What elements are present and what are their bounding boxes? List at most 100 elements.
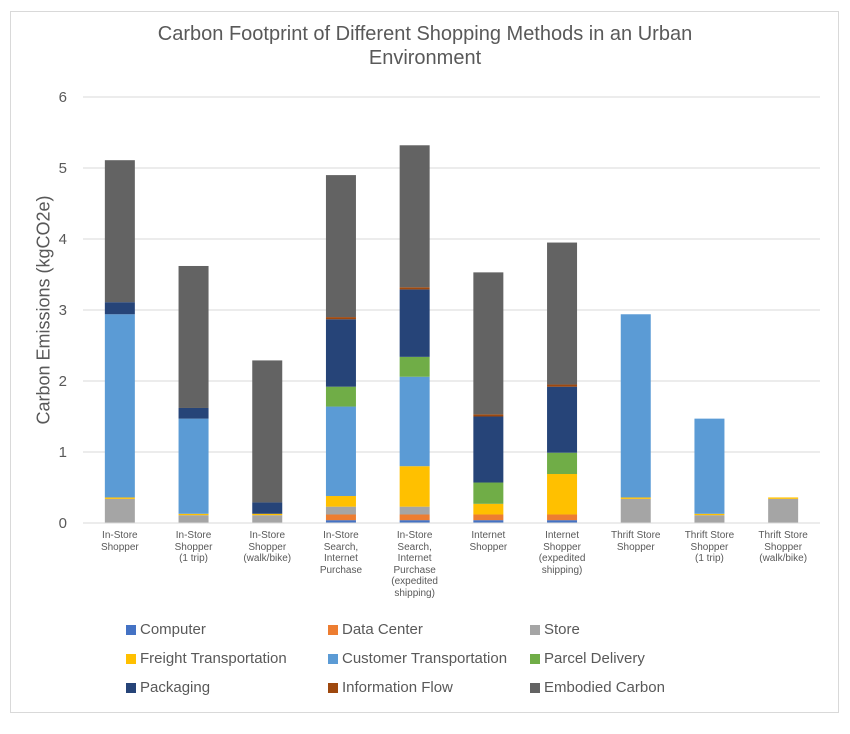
bar-segment-store [768, 498, 799, 523]
bar-segment-computer [547, 520, 578, 523]
bar-segment-information-flow [547, 384, 578, 387]
x-tick-label: Thrift Store Shopper [611, 530, 661, 553]
legend-item: Store [530, 621, 580, 638]
chart-title: Carbon Footprint of Different Shopping M… [157, 23, 693, 69]
bar-segment-customer-transportation [325, 406, 356, 497]
bar-segment-computer [473, 520, 504, 523]
bar-segment-embodied-carbon [104, 160, 135, 303]
bar-segment-freight-transportation [399, 466, 430, 507]
bar-segment-data-center [547, 514, 578, 521]
bar-segment-customer-transportation [694, 418, 725, 514]
bar-segment-packaging [399, 289, 430, 357]
legend-label: Information Flow [342, 679, 453, 696]
legend-item: Data Center [328, 621, 423, 638]
bar-segment-store [399, 506, 430, 515]
y-tick-label: 4 [59, 231, 67, 248]
legend-swatch [328, 682, 338, 693]
bar-segment-embodied-carbon [252, 360, 283, 503]
bar-segment-store [178, 515, 209, 523]
x-tick-label: In-Store Shopper (1 trip) [174, 530, 213, 564]
legend-item: Information Flow [328, 679, 453, 696]
legend-swatch [328, 624, 338, 635]
legend-swatch [328, 653, 338, 664]
bar-segment-data-center [325, 514, 356, 521]
bar-segment-freight-transportation [473, 503, 504, 515]
y-tick-label: 2 [59, 373, 67, 390]
x-tick-label: Internet Shopper [469, 530, 508, 553]
legend-swatch [530, 653, 540, 664]
bar-segment-store [325, 506, 356, 515]
bar-segment-freight-transportation [252, 513, 283, 516]
legend-label: Packaging [140, 679, 211, 696]
y-tick-label: 1 [59, 444, 67, 461]
x-tick-label: Internet Shopper (expedited shipping) [538, 530, 586, 576]
legend-item: Computer [126, 621, 206, 638]
x-tick-label: Thrift Store Shopper (walk/bike) [758, 530, 808, 564]
bar-segment-freight-transportation [547, 474, 578, 515]
bar-segment-computer [325, 520, 356, 523]
bar-segment-embodied-carbon [325, 175, 356, 318]
legend-swatch [126, 653, 136, 664]
legend-item: Packaging [126, 679, 210, 696]
x-tick-label: In-Store Search, Internet Purchase [319, 530, 363, 576]
legend-label: Computer [140, 621, 206, 638]
bar-segment-packaging [325, 319, 356, 387]
x-tick-label: In-Store Search, Internet Purchase (expe… [391, 530, 438, 599]
bar-segment-packaging [547, 386, 578, 453]
bar-segment-computer [399, 520, 430, 523]
legend-swatch [530, 624, 540, 635]
legend-swatch [126, 682, 136, 693]
x-tick-label: In-Store Shopper [100, 530, 139, 553]
legend-item: Parcel Delivery [530, 650, 645, 667]
bar-segment-parcel-delivery [325, 386, 356, 407]
legend-label: Data Center [342, 621, 423, 638]
y-tick-label: 0 [59, 515, 67, 532]
x-tick-label: Thrift Store Shopper (1 trip) [684, 530, 735, 564]
bar-segment-parcel-delivery [547, 452, 578, 475]
bar-segment-embodied-carbon [547, 242, 578, 385]
bar-segment-customer-transportation [620, 314, 651, 498]
legend-item: Freight Transportation [126, 650, 287, 667]
bar-segment-data-center [473, 514, 504, 521]
bar-segment-embodied-carbon [178, 265, 209, 408]
bar-segment-customer-transportation [104, 314, 135, 498]
bar-segment-freight-transportation [178, 513, 209, 516]
bar-segment-parcel-delivery [473, 482, 504, 504]
bar-segment-store [620, 498, 651, 523]
bar-segment-information-flow [399, 287, 430, 290]
bar-segment-embodied-carbon [399, 145, 430, 288]
bar-segment-data-center [399, 514, 430, 521]
legend-label: Customer Transportation [342, 650, 508, 667]
x-tick-label: In-Store Shopper (walk/bike) [243, 530, 292, 564]
bar-segment-freight-transportation [694, 513, 725, 516]
legend-label: Parcel Delivery [544, 650, 645, 667]
legend-swatch [126, 624, 136, 635]
legend-label: Freight Transportation [140, 650, 287, 667]
legend-swatch [530, 682, 540, 693]
bar-segment-packaging [473, 416, 504, 483]
bar-segment-freight-transportation [620, 497, 651, 499]
y-tick-label: 3 [59, 302, 67, 319]
bar-segment-packaging [252, 502, 283, 514]
bar-segment-parcel-delivery [399, 356, 430, 377]
bar-segment-embodied-carbon [473, 272, 504, 415]
bar-segment-packaging [104, 302, 135, 315]
y-tick-label: 5 [59, 160, 67, 177]
bar-segment-store [252, 515, 283, 523]
legend-label: Store [544, 621, 580, 638]
bar-segment-customer-transportation [399, 376, 430, 467]
legend-label: Embodied Carbon [544, 679, 665, 696]
bar-segment-freight-transportation [325, 496, 356, 507]
bar-segment-customer-transportation [178, 418, 209, 514]
bar-segment-information-flow [473, 414, 504, 417]
bar-segment-freight-transportation [768, 497, 799, 499]
bar-segment-store [694, 515, 725, 523]
y-tick-label: 6 [59, 89, 67, 106]
bar-segment-information-flow [325, 317, 356, 320]
bar-segment-packaging [178, 407, 209, 419]
bar-segment-freight-transportation [104, 497, 135, 499]
legend-item: Embodied Carbon [530, 679, 665, 696]
bar-segment-store [104, 498, 135, 523]
legend-item: Customer Transportation [328, 650, 507, 667]
